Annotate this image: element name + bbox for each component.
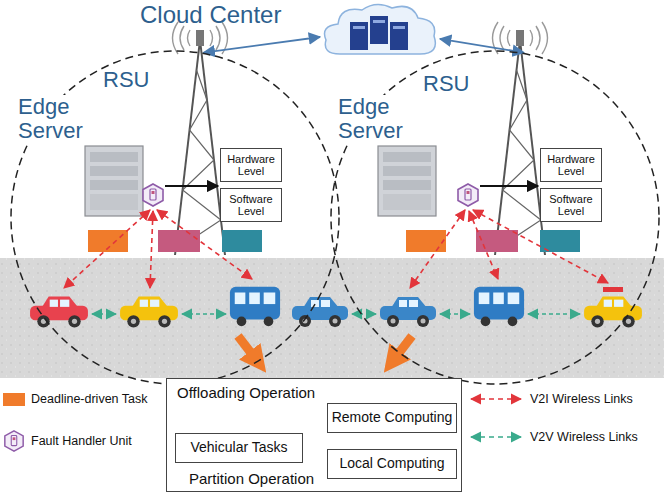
server-rack — [353, 26, 365, 29]
legend-label: Fault Handler Unit — [31, 434, 132, 448]
coverage-outline — [331, 51, 659, 384]
node-label: Partition Operation — [189, 471, 314, 488]
task-blocks — [406, 230, 580, 252]
box-label: Hardware Level — [544, 153, 598, 177]
computing-box: Remote Computing — [327, 403, 457, 433]
legend-item: Deadline-driven Task — [3, 392, 148, 406]
node-label: Edge Server — [338, 95, 443, 143]
box-label: Hardware Level — [224, 153, 278, 177]
connector-arrow — [440, 39, 524, 53]
server-icon — [85, 146, 143, 216]
legend-symbol — [468, 430, 524, 444]
level-box: Software Level — [540, 188, 602, 222]
v2v-links — [92, 313, 580, 315]
legend-label: V2I Wireless Links — [530, 392, 633, 406]
server-rack — [390, 22, 408, 50]
coverage-outline — [11, 51, 339, 384]
server-rack — [350, 22, 368, 50]
rsu-coverage: RSUEdge ServerHardware LevelSoftware Lev… — [330, 50, 660, 385]
cloud-outline — [325, 4, 436, 54]
task-flow-arrows — [238, 336, 412, 362]
node-label: Offloading Operation — [177, 385, 315, 402]
fault-handler-unit — [143, 184, 163, 206]
box-label: Local Computing — [339, 456, 444, 471]
legend-symbol — [468, 392, 524, 406]
legend-label: V2V Wireless Links — [530, 430, 638, 444]
link-sample — [471, 436, 521, 438]
rsu-coverage: RSU Edge ServerHardware LevelSoftware Lev… — [10, 50, 340, 385]
server-rack — [393, 26, 405, 29]
box-label: Remote Computing — [332, 410, 453, 425]
vehicles — [30, 287, 642, 328]
server-icon — [378, 146, 436, 216]
fault-handler-symbol — [5, 431, 23, 451]
box-label: Software Level — [224, 193, 278, 217]
fault-arrows — [165, 185, 538, 187]
level-box: Software Level — [220, 188, 282, 222]
computing-box: Local Computing — [327, 449, 457, 479]
task-blocks — [88, 230, 262, 252]
legend-swatch — [3, 393, 25, 406]
cloud-icon — [320, 0, 440, 58]
road — [0, 258, 664, 378]
node-label: Edge Server — [18, 95, 123, 143]
link-sample — [471, 398, 521, 400]
server-rack — [370, 16, 388, 44]
fault-handler-unit — [458, 184, 478, 206]
node-label: RSU — [103, 68, 149, 92]
operation-panel: Offloading OperationPartition Operation R… — [166, 378, 462, 492]
legend-item: Fault Handler Unit — [3, 430, 132, 452]
task-box: Vehicular Tasks — [175, 433, 303, 463]
level-box: Hardware Level — [540, 148, 602, 182]
legend-symbol — [3, 430, 25, 452]
node-label: RSU — [423, 72, 469, 96]
server-rack — [373, 20, 385, 23]
legend-label: Deadline-driven Task — [31, 392, 148, 406]
box-label: Software Level — [544, 193, 598, 217]
level-box: Hardware Level — [220, 148, 282, 182]
box-label: Vehicular Tasks — [190, 440, 287, 455]
connector-arrow — [204, 37, 320, 53]
node-label: Cloud Center — [140, 2, 281, 28]
legend-item: V2I Wireless Links — [468, 392, 633, 406]
legend-item: V2V Wireless Links — [468, 430, 638, 444]
